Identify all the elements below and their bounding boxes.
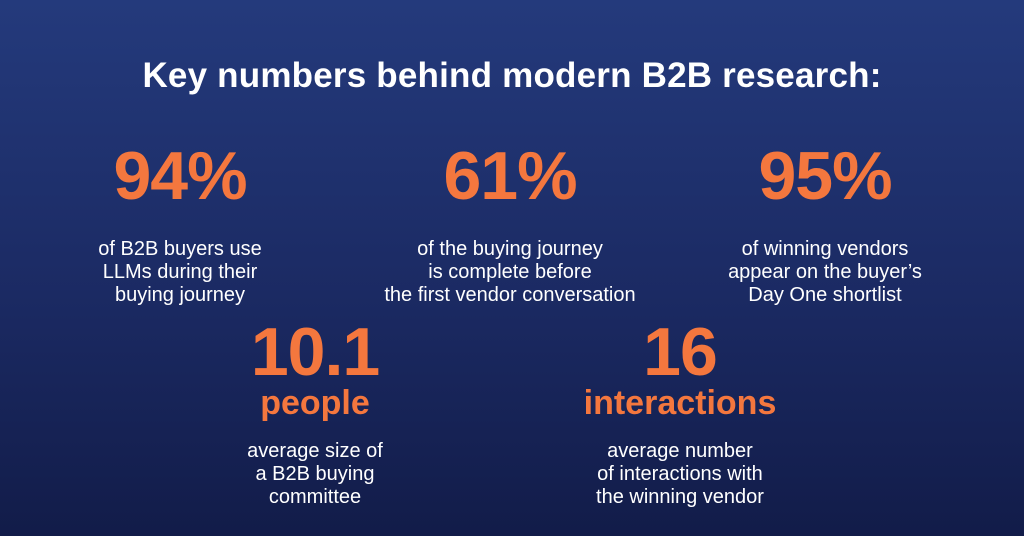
stat-description-line: of winning vendors bbox=[741, 238, 909, 260]
stat-description-line: is complete before bbox=[428, 261, 592, 283]
stat-value: 95% bbox=[758, 138, 892, 214]
stat-description-line: average size of bbox=[247, 440, 383, 462]
stat-value: 16 bbox=[643, 314, 718, 390]
stat-description: average number of interactions with the … bbox=[540, 440, 820, 509]
stat-description-line: of interactions with bbox=[597, 463, 763, 485]
stat-unit: interactions bbox=[583, 384, 777, 422]
page-title: Key numbers behind modern B2B research: bbox=[142, 56, 882, 95]
stat-llm-usage: 94% of B2B buyers use LLMs during their … bbox=[60, 142, 300, 307]
stat-description-line: appear on the buyer’s bbox=[728, 261, 922, 283]
stat-description: of winning vendors appear on the buyer’s… bbox=[705, 238, 945, 307]
stat-description-line: buying journey bbox=[114, 284, 246, 306]
stat-description-line: Day One shortlist bbox=[748, 284, 902, 306]
stat-value: 61% bbox=[443, 138, 577, 214]
stat-description-line: of B2B buyers use bbox=[98, 238, 262, 260]
stat-description-line: average number bbox=[607, 440, 753, 462]
stat-description-line: a B2B buying bbox=[255, 463, 375, 485]
stat-description-line: the first vendor conversation bbox=[384, 284, 636, 306]
stat-description: of B2B buyers use LLMs during their buyi… bbox=[60, 238, 300, 307]
stat-interactions: 16 interactions average number of intera… bbox=[540, 318, 820, 509]
stat-description-line: of the buying journey bbox=[417, 238, 603, 260]
stat-description: of the buying journey is complete before… bbox=[355, 238, 665, 307]
stat-description-line: the winning vendor bbox=[596, 486, 764, 508]
stat-description: average size of a B2B buying committee bbox=[200, 440, 430, 509]
stat-winning-vendors: 95% of winning vendors appear on the buy… bbox=[705, 142, 945, 307]
stat-value: 94% bbox=[113, 138, 247, 214]
stat-description-line: committee bbox=[268, 486, 362, 508]
stat-committee-size: 10.1 people average size of a B2B buying… bbox=[200, 318, 430, 509]
stat-value: 10.1 bbox=[250, 314, 380, 390]
stat-unit: people bbox=[260, 384, 370, 422]
stat-description-line: LLMs during their bbox=[102, 261, 258, 283]
stat-journey-complete: 61% of the buying journey is complete be… bbox=[355, 142, 665, 307]
